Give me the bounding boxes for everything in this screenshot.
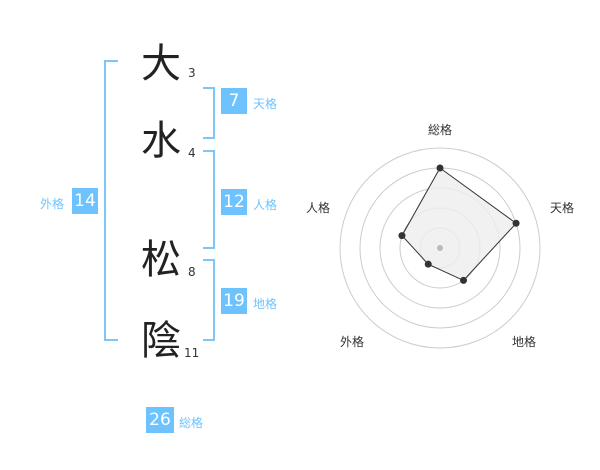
- name-char-4: 陰: [141, 318, 181, 364]
- radar-point: [398, 232, 406, 240]
- radar-points: [398, 164, 520, 284]
- radar-point: [436, 164, 444, 172]
- jinkaku-bracket: [203, 150, 215, 249]
- stroke-count-2: 4: [188, 146, 196, 160]
- tenkaku-label: 天格: [253, 97, 278, 111]
- radar-ring: [339, 147, 541, 349]
- chikaku-value: 19: [221, 288, 247, 314]
- chikaku-label: 地格: [253, 297, 278, 311]
- soukaku-label: 総格: [179, 416, 204, 430]
- chikaku-bracket: [203, 259, 215, 341]
- name-char-1: 大: [141, 41, 181, 87]
- radar-point: [424, 260, 432, 268]
- radar-axis-label-chikaku: 地格: [512, 334, 536, 349]
- radar-axis-label-soukaku: 総格: [428, 122, 452, 137]
- radar-axis-label-gaikaku: 外格: [340, 334, 364, 349]
- tenkaku-bracket: [203, 87, 215, 139]
- tenkaku-value: 7: [221, 88, 247, 114]
- jinkaku-value: 12: [221, 189, 247, 215]
- radar-axis-label-tenkaku: 天格: [550, 200, 574, 215]
- gaikaku-label: 外格: [40, 197, 65, 211]
- stroke-count-1: 3: [188, 66, 196, 80]
- soukaku-value: 26: [146, 407, 174, 433]
- gaikaku-value: 14: [72, 188, 98, 214]
- radar-point: [512, 219, 520, 227]
- name-char-2: 水: [141, 118, 181, 164]
- jinkaku-label: 人格: [253, 198, 278, 212]
- radar-shape: [401, 167, 517, 282]
- gaikaku-bracket: [104, 60, 118, 341]
- radar-point: [460, 276, 468, 284]
- radar-center-dot: [437, 245, 443, 251]
- stroke-count-4: 11: [184, 346, 200, 360]
- name-char-3: 松: [141, 237, 181, 283]
- stroke-count-3: 8: [188, 265, 196, 279]
- radar-axis-label-jinkaku: 人格: [306, 200, 330, 215]
